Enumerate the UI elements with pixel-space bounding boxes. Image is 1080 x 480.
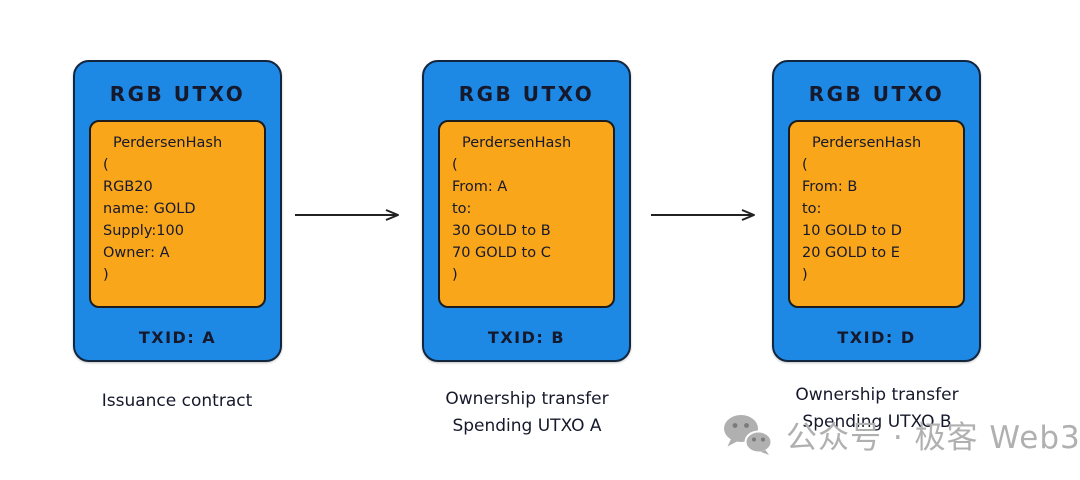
pedersen-hash-box: PerdersenHash ( RGB20 name: GOLD Supply:… xyxy=(89,120,266,308)
pedersen-hash-box: PerdersenHash ( From: A to: 30 GOLD to B… xyxy=(438,120,615,308)
hash-line: From: A xyxy=(452,179,508,195)
hash-line: ) xyxy=(103,267,109,283)
wechat-icon xyxy=(724,414,773,455)
watermark-text: 公众号 · 极客 Web3 xyxy=(786,420,1080,456)
caption-line: Spending UTXO B xyxy=(802,412,952,432)
caption-line: Ownership transfer xyxy=(445,389,609,409)
hash-line: 10 GOLD to D xyxy=(802,223,902,239)
hash-line: 20 GOLD to E xyxy=(802,245,900,261)
hash-line: RGB20 xyxy=(103,179,153,195)
pedersen-hash-box: PerdersenHash ( From: B to: 10 GOLD to D… xyxy=(788,120,965,308)
hash-line: 30 GOLD to B xyxy=(452,223,551,239)
rgb-utxo-card-3: RGB UTXO PerdersenHash ( From: B to: 10 … xyxy=(772,60,981,362)
hash-line: to: xyxy=(452,201,472,217)
hash-line: name: GOLD xyxy=(103,201,196,217)
hash-line: ( xyxy=(103,157,109,173)
hash-line: PerdersenHash xyxy=(462,135,572,151)
caption-line: Ownership transfer xyxy=(795,385,959,405)
rgb-utxo-card-2: RGB UTXO PerdersenHash ( From: A to: 30 … xyxy=(422,60,631,362)
txid-label: TXID: B xyxy=(487,328,566,347)
hash-line: ( xyxy=(452,157,458,173)
card-title: RGB UTXO xyxy=(808,82,945,106)
card-caption-3: Ownership transfer Spending UTXO B xyxy=(762,382,992,436)
card-caption-2: Ownership transfer Spending UTXO A xyxy=(412,386,642,440)
arrow-right-icon xyxy=(295,209,399,221)
hash-line: ) xyxy=(452,267,458,283)
caption-line: Issuance contract xyxy=(101,391,253,411)
watermark: 公众号 · 极客 Web3 xyxy=(722,412,1080,457)
hash-line: ) xyxy=(802,267,808,283)
hash-line: 70 GOLD to C xyxy=(452,245,551,261)
arrow-right-icon xyxy=(651,209,755,221)
txid-label: TXID: D xyxy=(837,328,916,347)
hash-line: ( xyxy=(802,157,808,173)
card-title: RGB UTXO xyxy=(458,82,595,106)
card-title: RGB UTXO xyxy=(109,82,246,106)
hash-line: to: xyxy=(802,201,822,217)
hash-line: Owner: A xyxy=(103,245,170,261)
hash-line: PerdersenHash xyxy=(113,135,223,151)
hash-line: From: B xyxy=(802,179,858,195)
card-caption-1: Issuance contract xyxy=(62,388,292,415)
txid-label: TXID: A xyxy=(138,328,217,347)
hash-line: PerdersenHash xyxy=(812,135,922,151)
rgb-utxo-card-1: RGB UTXO PerdersenHash ( RGB20 name: GOL… xyxy=(73,60,282,362)
hash-line: Supply:100 xyxy=(103,223,184,239)
caption-line: Spending UTXO A xyxy=(452,416,602,436)
